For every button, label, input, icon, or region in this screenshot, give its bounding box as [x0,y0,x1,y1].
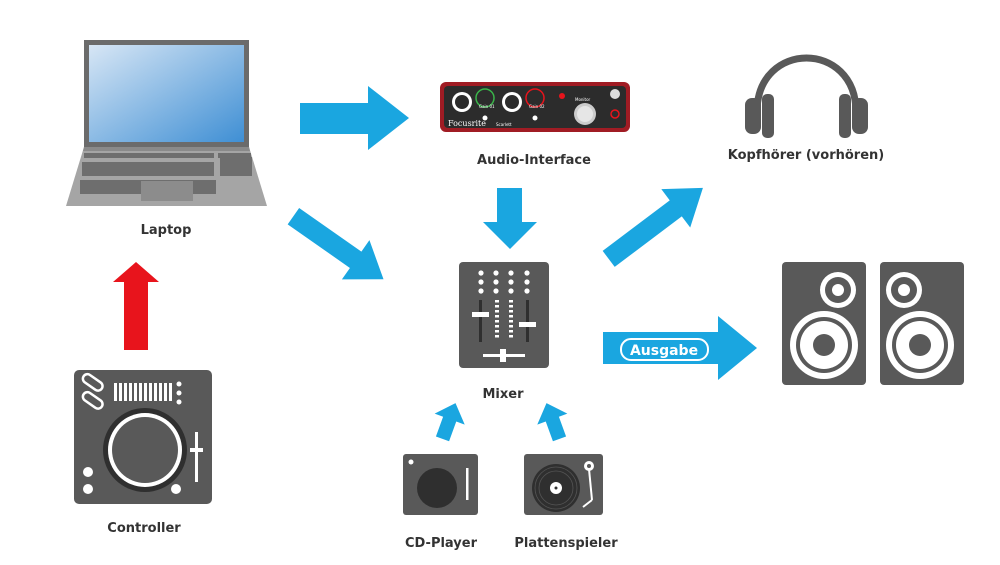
arrow-turntable-to-mixer [537,403,568,442]
laptop-label: Laptop [141,223,192,238]
arrow-controller-to-laptop [113,262,159,350]
interface-gain1: Gain 01 [479,104,495,109]
turntable-label: Plattenspieler [514,536,618,551]
audio-interface-icon: Focusrite Scarlett Gain 01 Gain 02 Monit… [440,82,630,132]
cd-player-label: CD-Player [405,536,478,551]
cd-player-icon [403,454,478,515]
audio-interface-label: Audio-Interface [477,153,591,168]
arrow-laptop-to-mixer [287,207,384,280]
speakers-icon [782,262,964,385]
arrow-cd-to-mixer [434,403,465,442]
headphones-label: Kopfhörer (vorhören) [728,148,884,163]
interface-monitor: Monitor [575,97,591,102]
output-pill-label: Ausgabe [630,343,698,359]
interface-model: Scarlett [496,122,512,127]
arrow-mixer-to-headphones [602,187,703,267]
turntable-icon [524,454,603,515]
laptop-icon [66,40,267,206]
controller-icon [74,370,212,504]
mixer-icon [459,262,549,368]
interface-gain2: Gain 02 [529,104,545,109]
output-pill: Ausgabe [620,338,709,361]
arrow-laptop-to-interface [300,86,409,150]
controller-label: Controller [107,521,181,536]
arrow-interface-to-mixer [483,188,537,249]
interface-brand: Focusrite [448,119,486,128]
mixer-label: Mixer [482,387,524,402]
headphones-icon [745,54,868,138]
